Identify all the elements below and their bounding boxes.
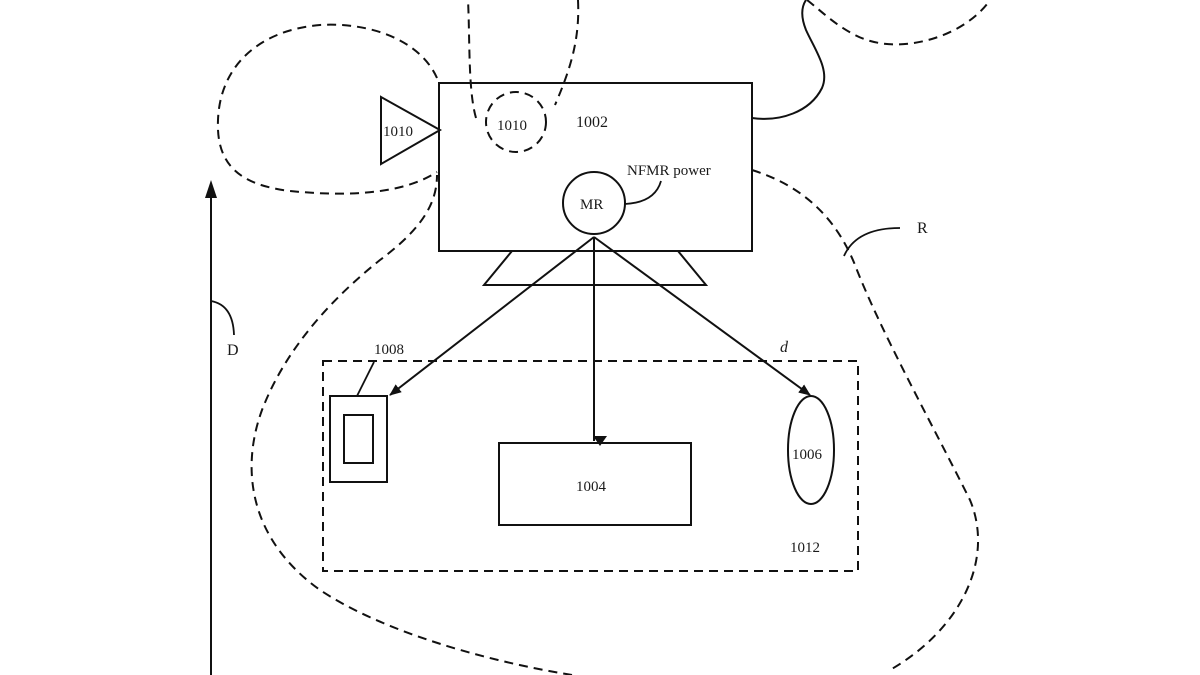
range-leader-line — [843, 227, 901, 257]
range-region-r — [250, 169, 979, 675]
computer-label: 1002 — [576, 114, 608, 131]
top-radiation-lobe — [467, 0, 580, 119]
circle-antenna-label: 1010 — [497, 118, 527, 134]
magnetic-resonator: MR NFMR power — [562, 163, 711, 235]
region-box-label: 1012 — [790, 540, 820, 556]
power-arrow-to-1006 — [593, 236, 811, 396]
direction-axis: D — [205, 180, 239, 675]
range-label: R — [917, 220, 928, 237]
device-1008-screen — [343, 414, 374, 464]
antenna-circle-1010: 1010 — [485, 91, 547, 153]
antenna-triangle-1010: 1010 — [380, 95, 443, 166]
left-radiation-lobe — [216, 23, 438, 195]
nfmr-power-leader-line — [624, 180, 662, 205]
device-1004-shape — [498, 442, 692, 526]
region-box-shape — [322, 360, 859, 572]
device-1004: 1004 — [498, 442, 692, 526]
device-1006: 1006 — [787, 395, 835, 505]
resonator-label: MR — [580, 197, 603, 213]
computer-monitor — [438, 82, 753, 252]
device-1008-leader-line — [356, 361, 375, 397]
device-1008-label: 1008 — [374, 342, 404, 358]
nfmr-power-label: NFMR power — [627, 163, 711, 179]
computer-1002: 1002 — [438, 82, 753, 286]
triangle-antenna-shape — [380, 95, 443, 166]
cable-line — [751, 0, 826, 120]
device-1006-shape — [787, 395, 835, 505]
power-arrow-to-1008 — [389, 236, 595, 396]
device-1008-outer — [329, 395, 388, 483]
device-1004-label: 1004 — [576, 479, 607, 495]
region-box-1012: 1012 — [322, 360, 859, 572]
resonator-circle — [562, 171, 626, 235]
triangle-antenna-label: 1010 — [383, 124, 413, 140]
circle-antenna-shape — [485, 91, 547, 153]
direction-arrowhead-icon — [205, 180, 217, 198]
direction-leader-line — [210, 300, 235, 336]
top-right-radiation-lobe — [806, 0, 991, 46]
device-1008: 1008 — [329, 342, 404, 483]
direction-label: D — [227, 342, 239, 359]
device-1006-label: 1006 — [792, 447, 823, 463]
distance-label: d — [780, 339, 789, 356]
